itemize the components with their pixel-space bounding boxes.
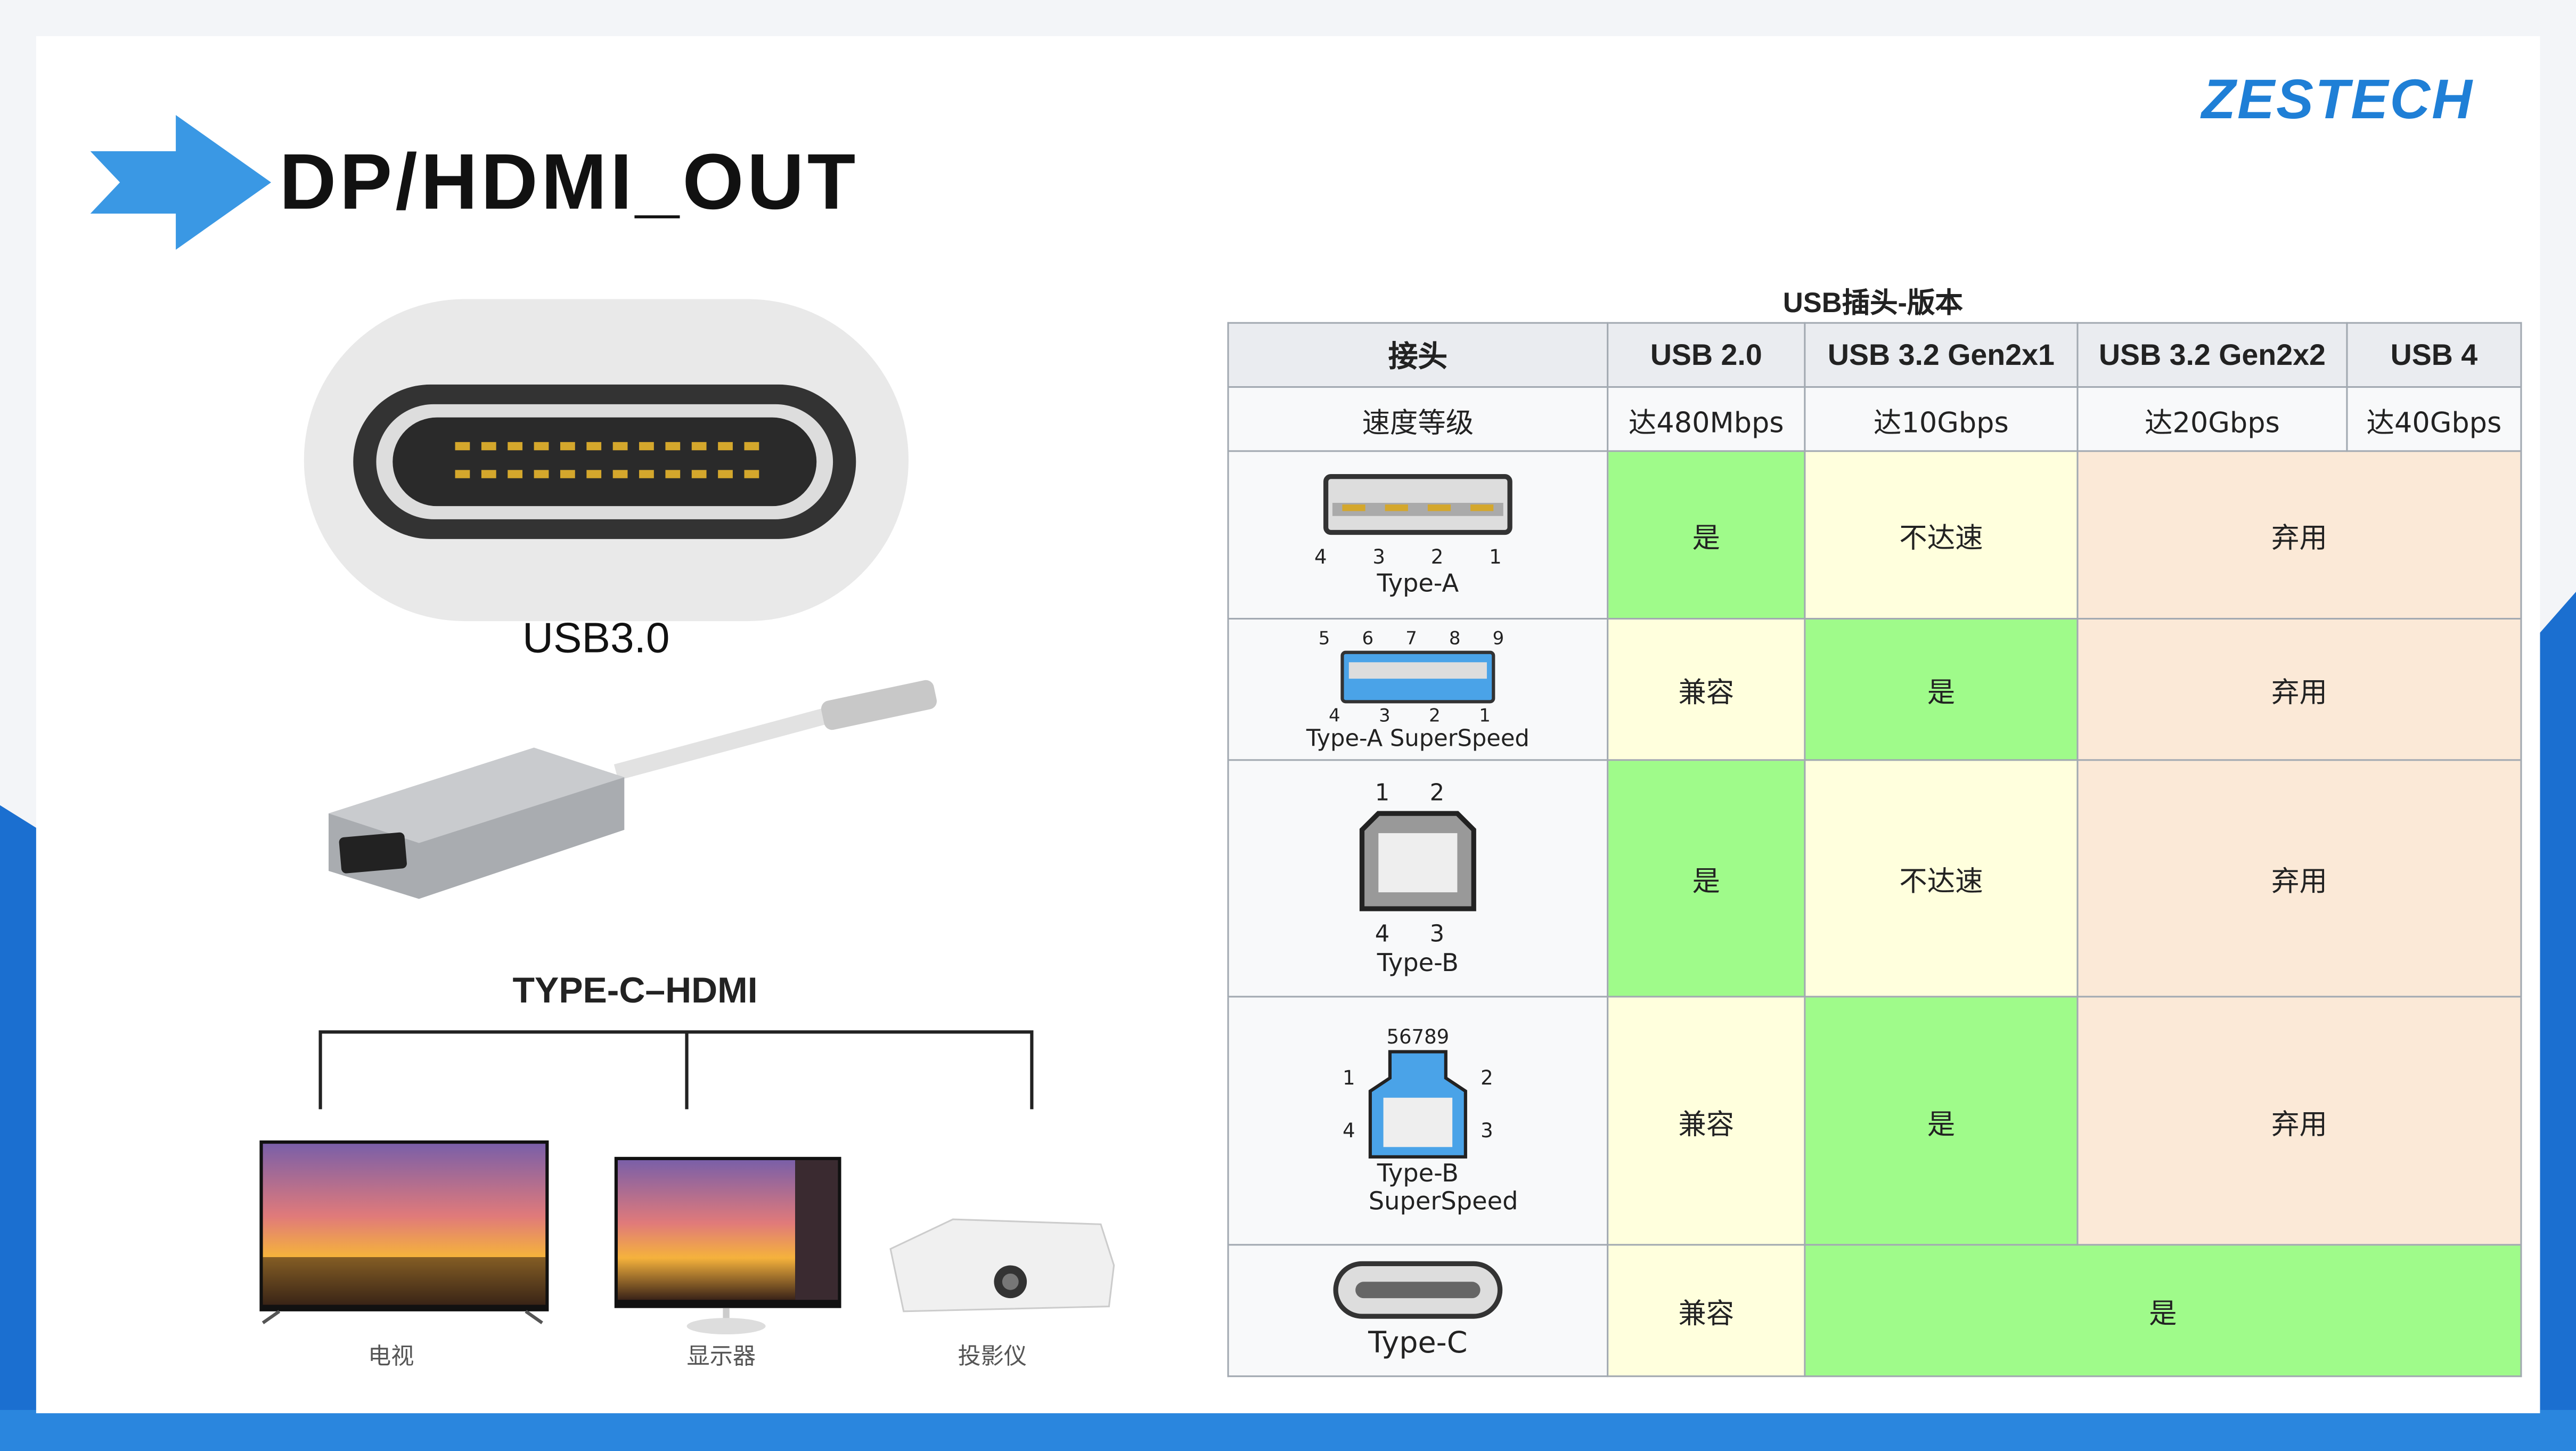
- table-row: Type-C 兼容 是: [1227, 1244, 2522, 1377]
- usb-c-pin: [744, 470, 759, 478]
- table-row: 56789 1 4 2 3 Type-B SuperSpeed 兼容 是 弃用: [1227, 996, 2522, 1246]
- cell-gen2x2-usb4: 弃用: [2076, 617, 2522, 761]
- usb-c-pin: [455, 442, 470, 451]
- cell-usb20: 是: [1607, 759, 1806, 998]
- cell-gen2x1: 不达速: [1804, 450, 2079, 620]
- type-a-superspeed-connector-icon: [1340, 650, 1495, 703]
- usb-c-pin: [639, 442, 654, 451]
- arrow-icon: [90, 115, 272, 250]
- connector-name: Type-A SuperSpeed: [1306, 726, 1530, 752]
- type-c-hdmi-adapter-image: [329, 680, 937, 899]
- device-label-tv: 电视: [368, 1344, 414, 1371]
- usb-c-pin: [718, 442, 733, 451]
- connector-type-a-superspeed: 5 6 7 8 9 4 3 2 1 Type-A SuperSpeed: [1227, 617, 1609, 761]
- projector-image: [889, 1218, 1115, 1313]
- pin-numbers-right: 2 3: [1481, 1066, 1493, 1143]
- table-row: 4 3 2 1 Type-A 是 不达速 弃用: [1227, 450, 2522, 620]
- usb-c-pin: [481, 470, 496, 478]
- table-row: 5 6 7 8 9 4 3 2 1 Type-A SuperSpeed 兼容 是…: [1227, 617, 2522, 761]
- speed-label: 速度等级: [1227, 386, 1609, 452]
- connector-name: Type-B: [1377, 947, 1459, 977]
- connection-tree: [318, 1030, 1034, 1110]
- connector-type-c: Type-C: [1227, 1244, 1609, 1377]
- type-c-connector-icon: [1333, 1261, 1503, 1319]
- usb-c-pin: [586, 470, 602, 478]
- usb-c-pin: [612, 442, 628, 451]
- device-label-projector: 投影仪: [958, 1344, 1027, 1371]
- brand-logo: ZESTECH: [2201, 69, 2474, 132]
- type-b-superspeed-connector-icon: [1368, 1050, 1467, 1159]
- connector-type-a: 4 3 2 1 Type-A: [1227, 450, 1609, 620]
- pin-numbers-top: 1 2: [1375, 779, 1461, 806]
- header-usb4: USB 4: [2346, 322, 2522, 388]
- type-b-connector-icon: [1359, 810, 1476, 911]
- usb-c-port-image: [304, 299, 909, 622]
- table-header-row: 接头 USB 2.0 USB 3.2 Gen2x1 USB 3.2 Gen2x2…: [1227, 322, 2522, 388]
- cell-gen2x2-usb4: 弃用: [2076, 450, 2522, 620]
- speed-row: 速度等级 达480Mbps 达10Gbps 达20Gbps 达40Gbps: [1227, 386, 2522, 452]
- usb-c-pin: [691, 442, 707, 451]
- cell-gen2x2-usb4: 弃用: [2076, 759, 2522, 998]
- usb-c-pin: [455, 470, 470, 478]
- usb-c-pin: [612, 470, 628, 478]
- usb-version-table: 接头 USB 2.0 USB 3.2 Gen2x1 USB 3.2 Gen2x2…: [1227, 322, 2522, 1377]
- usb-c-pin: [665, 470, 681, 478]
- connector-type-b-superspeed: 56789 1 4 2 3 Type-B SuperSpeed: [1227, 996, 1609, 1246]
- speed-usb20: 达480Mbps: [1607, 386, 1806, 452]
- device-label-monitor: 显示器: [686, 1344, 756, 1371]
- type-a-connector-icon: [1323, 473, 1512, 534]
- usb-c-pin: [534, 470, 549, 478]
- usb-c-pin: [560, 442, 575, 451]
- device-images: [259, 1140, 1115, 1335]
- cell-usb20: 是: [1607, 450, 1806, 620]
- table-caption: USB插头-版本: [1782, 287, 1963, 319]
- usb-c-pin: [481, 442, 496, 451]
- usb-c-pin: [639, 470, 654, 478]
- pin-numbers-top: 56789: [1386, 1025, 1450, 1049]
- cell-gen2x1: 是: [1804, 617, 2079, 761]
- diagram-title: TYPE-C–HDMI: [512, 969, 758, 1011]
- cell-usb20: 兼容: [1607, 996, 1806, 1246]
- connector-name: Type-C: [1368, 1326, 1468, 1361]
- speed-gen2x2: 达20Gbps: [2076, 386, 2348, 452]
- speed-gen2x1: 达10Gbps: [1804, 386, 2079, 452]
- pin-numbers-bottom: 4 3 2 1: [1328, 704, 1507, 726]
- cell-usb20: 兼容: [1607, 1244, 1806, 1377]
- header-connector: 接头: [1227, 322, 1609, 388]
- pin-numbers-top: 5 6 7 8 9: [1318, 626, 1517, 649]
- monitor-image: [614, 1156, 841, 1335]
- page-title: DP/HDMI_OUT: [279, 140, 859, 227]
- pin-numbers: 4 3 2 1: [1314, 544, 1522, 568]
- cell-usb20: 兼容: [1607, 617, 1806, 761]
- usb-c-pin: [744, 442, 759, 451]
- connector-name: Type-B SuperSpeed: [1368, 1158, 1518, 1216]
- header-usb20: USB 2.0: [1607, 322, 1806, 388]
- usb-c-pin: [508, 470, 523, 478]
- cell-gen2x1-to-usb4: 是: [1804, 1244, 2522, 1377]
- cell-gen2x1: 是: [1804, 996, 2079, 1246]
- tv-image: [259, 1140, 549, 1324]
- connector-type-b: 1 2 4 3 Type-B: [1227, 759, 1609, 998]
- pin-numbers-bottom: 4 3: [1375, 921, 1461, 948]
- usb-c-pin: [560, 470, 575, 478]
- connector-name: Type-A: [1377, 567, 1459, 598]
- usb-c-pin: [665, 442, 681, 451]
- cell-gen2x2-usb4: 弃用: [2076, 996, 2522, 1246]
- header-usb32-gen2x2: USB 3.2 Gen2x2: [2076, 322, 2348, 388]
- table-row: 1 2 4 3 Type-B 是 不达速 弃用: [1227, 759, 2522, 998]
- usb-c-pin: [534, 442, 549, 451]
- port-label: USB3.0: [522, 613, 670, 663]
- usb-c-pin: [508, 442, 523, 451]
- cell-gen2x1: 不达速: [1804, 759, 2079, 998]
- usb-c-pin: [691, 470, 707, 478]
- header-usb32-gen2x1: USB 3.2 Gen2x1: [1804, 322, 2079, 388]
- pin-numbers-left: 1 4: [1342, 1066, 1355, 1143]
- speed-usb4: 达40Gbps: [2346, 386, 2522, 452]
- usb-c-pin: [586, 442, 602, 451]
- usb-c-pin: [718, 470, 733, 478]
